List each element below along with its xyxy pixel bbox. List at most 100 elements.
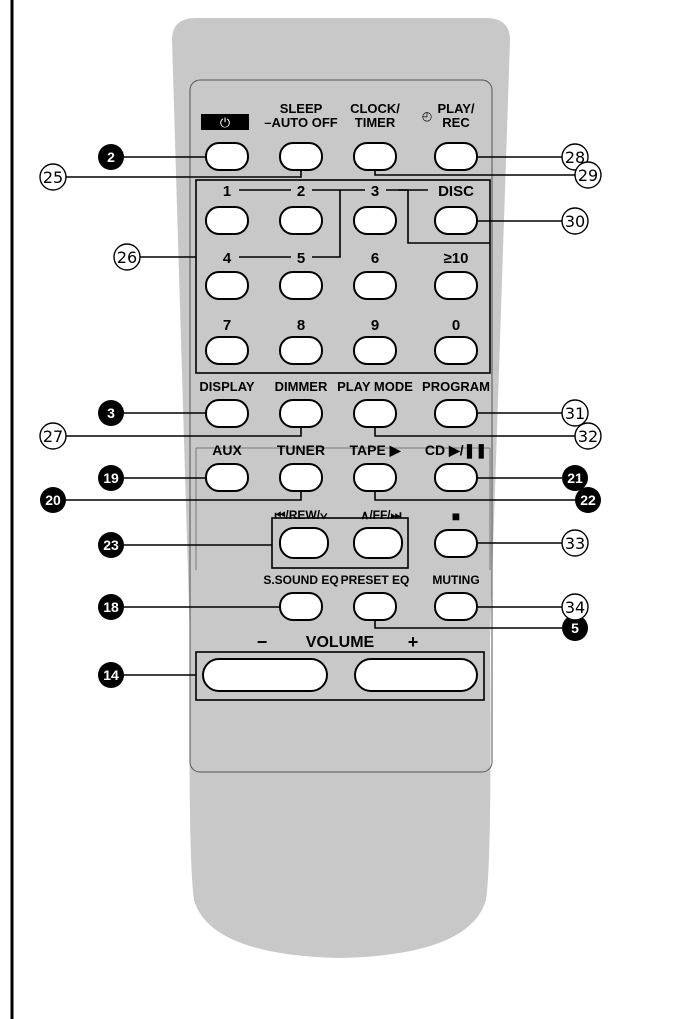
ff-label: ∧/FF/⏭ (361, 508, 402, 522)
sleep-button[interactable] (279, 142, 323, 171)
volume-frame (195, 651, 485, 701)
power-label-box (201, 114, 249, 130)
tape-button[interactable] (353, 463, 397, 492)
tuner-label: TUNER (277, 442, 325, 458)
callout-26 (113, 243, 141, 271)
callout-3 (98, 400, 124, 426)
callout-33 (561, 529, 589, 557)
top-button-panel (189, 79, 493, 773)
callout-27-label: 27 (43, 427, 63, 446)
ff-button[interactable] (353, 527, 403, 559)
key-3-label: 3 (371, 183, 379, 200)
callout-5-label: 5 (571, 620, 579, 636)
callout-leader-lines (66, 156, 575, 676)
key-9-label: 9 (371, 317, 379, 334)
callout-32 (574, 422, 602, 450)
s-sound-eq-label: S.SOUND EQ (263, 573, 338, 587)
callout-21 (562, 465, 588, 491)
key-5-label: 5 (297, 250, 305, 267)
aux-button[interactable] (205, 463, 249, 492)
volume-up-button[interactable] (354, 658, 478, 692)
play-rec-button[interactable] (434, 142, 478, 171)
power-button[interactable] (205, 142, 249, 171)
outlined-callouts (39, 143, 602, 621)
stop-button[interactable] (434, 529, 478, 558)
callout-18-label: 18 (103, 599, 119, 615)
key-4-button[interactable] (205, 271, 249, 300)
sleep-label-line2: –AUTO OFF (264, 115, 337, 130)
remote-body (172, 18, 510, 958)
preset-eq-button[interactable] (353, 592, 397, 621)
key-2-label: 2 (297, 183, 305, 200)
s-sound-eq-button[interactable] (279, 592, 323, 621)
callout-33-label: 33 (565, 534, 585, 553)
cd-button[interactable] (434, 463, 478, 492)
callout-21-label: 21 (567, 470, 583, 486)
program-button[interactable] (434, 399, 478, 428)
dimmer-label: DIMMER (275, 379, 328, 394)
volume-label: VOLUME (306, 634, 375, 651)
callout-20 (40, 487, 66, 513)
clock-timer-button[interactable] (353, 142, 397, 171)
callout-23 (98, 532, 124, 558)
key-6-button[interactable] (353, 271, 397, 300)
volume-down-button[interactable] (202, 658, 328, 692)
key-10-button[interactable] (434, 271, 478, 300)
muting-button[interactable] (434, 592, 478, 621)
callout-25 (39, 163, 67, 191)
key-1-button[interactable] (205, 206, 249, 235)
tape-label: TAPE ▶ (350, 442, 402, 458)
callout-3-label: 3 (107, 405, 115, 421)
callout-19 (98, 465, 124, 491)
callout-34-label: 34 (565, 598, 585, 617)
callout-26-label: 26 (117, 248, 137, 267)
display-button[interactable] (205, 399, 249, 428)
play-mode-button[interactable] (353, 399, 397, 428)
key-0-label: 0 (452, 317, 460, 334)
display-label: DISPLAY (199, 379, 254, 394)
callout-23-label: 23 (103, 537, 119, 553)
callout-28-label: 28 (565, 148, 585, 167)
disc-button[interactable] (434, 206, 478, 235)
callout-14 (98, 662, 124, 688)
filled-callouts: 2 3 1 9 2 0 23 18 14 21 22 5 (40, 144, 601, 688)
key-6-label: 6 (371, 250, 379, 267)
key-0-button[interactable] (434, 336, 478, 365)
key-9-button[interactable] (353, 336, 397, 365)
key-1-label: 1 (223, 183, 231, 200)
key-10-label: ≥10 (444, 250, 469, 267)
callout-30 (561, 207, 589, 235)
callout-25-label: 25 (43, 168, 63, 187)
disc-label: DISC (438, 183, 474, 200)
tuner-button[interactable] (279, 463, 323, 492)
callout-22-label: 22 (580, 492, 596, 508)
clock-label-line2: TIMER (355, 115, 396, 130)
skip-button-frame (271, 517, 409, 569)
key-4-label: 4 (223, 250, 232, 267)
callout-18 (98, 594, 124, 620)
clock-label-line1: CLOCK/ (350, 101, 400, 116)
key-8-label: 8 (297, 317, 305, 334)
play-mode-label: PLAY MODE (337, 379, 413, 394)
key-7-button[interactable] (205, 336, 249, 365)
callout-34 (561, 593, 589, 621)
power-icon: ⏻ (220, 116, 230, 131)
callout-14-label: 14 (103, 667, 119, 683)
callout-31-label: 31 (565, 404, 585, 423)
dimmer-button[interactable] (279, 399, 323, 428)
key-2-button[interactable] (279, 206, 323, 235)
muting-label: MUTING (432, 573, 479, 587)
callout-2-label: 2 (107, 149, 115, 165)
play-rec-label-line2: REC (442, 115, 470, 130)
callout-27 (39, 422, 67, 450)
rew-button[interactable] (279, 527, 329, 559)
sleep-label-line1: SLEEP (280, 101, 323, 116)
cd-label: CD ▶/❚❚ (425, 442, 487, 459)
key-3-button[interactable] (353, 206, 397, 235)
key-7-label: 7 (223, 317, 231, 334)
key-5-button[interactable] (279, 271, 323, 300)
callout-5 (562, 615, 588, 641)
callout-30-label: 30 (565, 212, 585, 231)
key-8-button[interactable] (279, 336, 323, 365)
